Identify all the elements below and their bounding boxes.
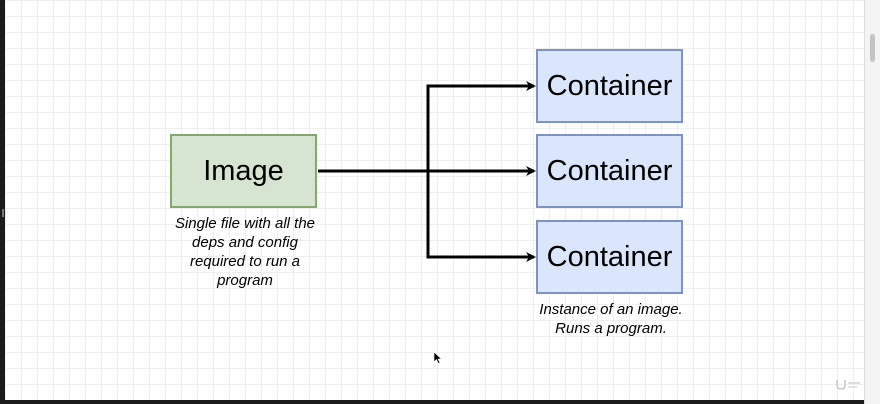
container-node-label: Container [546, 154, 673, 187]
image-caption-line-3: required to run a [189, 253, 301, 270]
vertical-scrollbar[interactable] [864, 0, 880, 404]
image-node-label: Image [203, 154, 284, 187]
container-node-label: Container [546, 240, 673, 273]
mouse-pointer-icon [434, 352, 442, 364]
container-caption-line-2: Runs a program. [555, 320, 667, 337]
udemy-logo-icon [836, 380, 860, 390]
container-node-label: Container [546, 69, 673, 102]
image-caption-line-1: Single file with all the [174, 215, 316, 232]
image-caption: Single file with all the deps and config… [160, 214, 330, 290]
container-node-3[interactable]: Container [536, 220, 683, 294]
left-panel-handle[interactable] [2, 209, 4, 217]
container-caption-line-1: Instance of an image. [539, 301, 683, 318]
container-caption: Instance of an image. Runs a program. [516, 300, 706, 338]
container-node-1[interactable]: Container [536, 49, 683, 123]
scrollbar-thumb[interactable] [870, 34, 875, 62]
image-node[interactable]: Image [170, 134, 317, 208]
image-caption-line-2: deps and config [192, 234, 298, 251]
container-node-2[interactable]: Container [536, 134, 683, 208]
diagram-canvas[interactable] [5, 0, 864, 400]
image-caption-line-4: program [217, 272, 273, 289]
